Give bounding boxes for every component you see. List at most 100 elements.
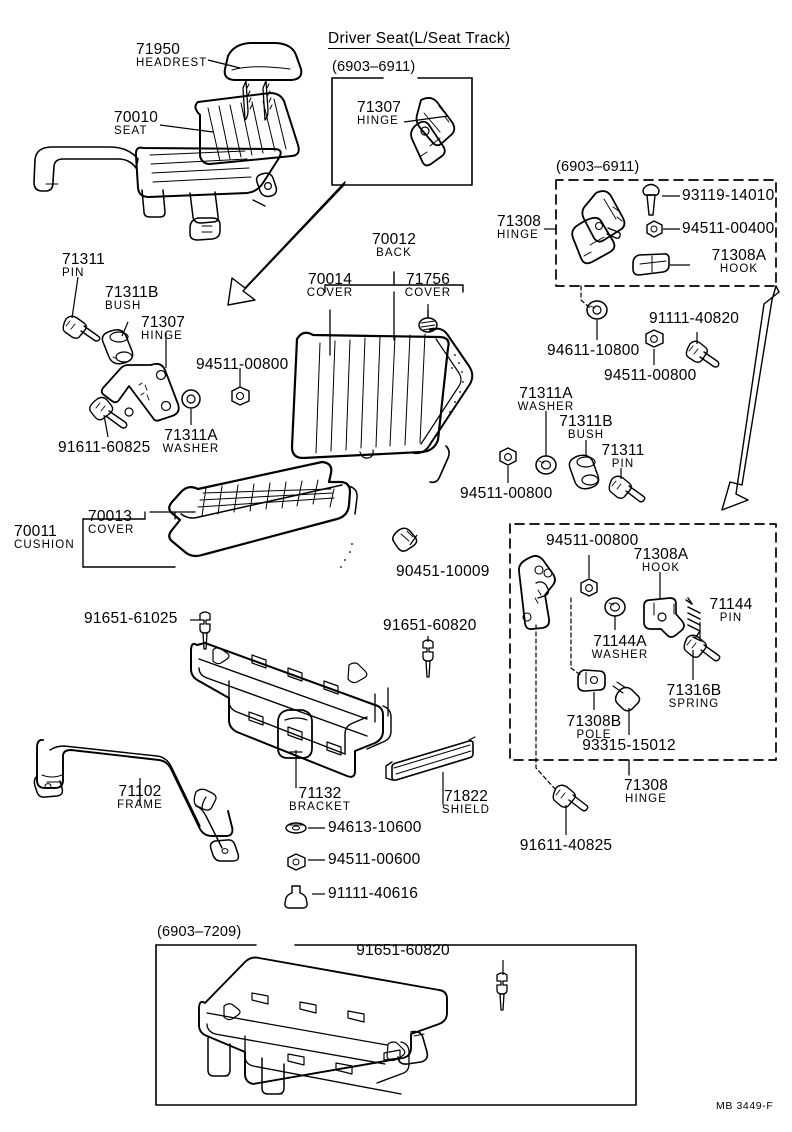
callout-nut-94511-right: 94511-00800	[604, 367, 697, 384]
callout-number: 71311B	[559, 413, 613, 430]
callout-name: HOOK	[641, 561, 681, 574]
callout-bolt-91611-40825: 91611-40825	[519, 837, 613, 854]
callout-seat: 70010 SEAT	[114, 110, 158, 138]
callout-name: HINGE	[497, 228, 539, 241]
callout-number: 71311A	[164, 427, 218, 444]
callout-washer-71311a-right: 71311A WASHER	[518, 386, 575, 414]
callout-number: 70010	[114, 109, 159, 126]
callout-nut-94511-00400: 94511-00400	[682, 220, 775, 237]
page-title: Driver Seat(L/Seat Track)	[328, 30, 511, 49]
callout-clip-90451: 90451-10009	[396, 563, 490, 580]
callout-bolt-91111-40616: 91111-40616	[328, 885, 419, 902]
callout-name: HINGE	[141, 329, 183, 342]
callout-frame: 71102 FRAME	[117, 784, 163, 812]
callout-number: 71311A	[519, 385, 573, 402]
callout-name: HINGE	[357, 114, 399, 127]
callout-name: WASHER	[591, 648, 649, 661]
callout-name: BUSH	[105, 299, 142, 312]
callout-pin-71311-right: 71311 PIN	[602, 443, 645, 471]
callout-number: 71756	[405, 271, 451, 288]
callout-name: WASHER	[517, 400, 575, 413]
callout-name: BRACKET	[288, 800, 352, 813]
callout-name: HEADREST	[136, 56, 208, 69]
callout-cover-70013: 70013 COVER	[88, 509, 134, 537]
callout-screw-93119: 93119-14010	[682, 187, 775, 204]
callout-bolt-91611-left: 91611-60825	[58, 439, 151, 456]
callout-name: COVER	[306, 286, 354, 299]
callout-nut-94511-left: 94511-00800	[196, 356, 289, 373]
callout-bolt-91651-60820: 91651-60820	[383, 617, 477, 634]
callout-nut-94511-mid: 94511-00800	[460, 485, 553, 502]
callout-number: 71308A	[633, 546, 689, 563]
callout-cushion: 70011 CUSHION	[14, 524, 75, 552]
callout-hook-71308a-top: 71308A HOOK	[712, 248, 767, 276]
callout-name: POLE	[576, 728, 612, 741]
callout-number: 71822	[443, 788, 489, 805]
callout-headrest: 71950 HEADREST	[136, 42, 207, 70]
callout-hinge-71308-right: 71308 HINGE	[497, 214, 541, 242]
callout-number: 71144	[709, 596, 753, 613]
callout-number: 71950	[136, 41, 181, 58]
callout-washer-94611: 94611-10800	[547, 342, 640, 359]
callout-shield: 71822 SHIELD	[442, 789, 490, 817]
callout-hinge-top-inset: 71307 HINGE	[357, 100, 401, 128]
callout-number: 70011	[14, 523, 57, 540]
callout-nut-94511-low: 94511-00800	[546, 532, 639, 549]
callout-bush-71311b-right: 71311B BUSH	[559, 414, 613, 442]
callout-number: 71307	[357, 99, 402, 116]
callout-name: HINGE	[625, 792, 667, 805]
callout-number: 71311B	[105, 284, 159, 301]
callout-bolt-91111-40820: 91111-40820	[649, 310, 740, 327]
callout-number: 71311	[62, 251, 105, 268]
callout-name: HOOK	[719, 262, 759, 275]
callout-number: 71311	[601, 442, 645, 459]
callout-number: 70012	[371, 231, 417, 248]
callout-number: 71102	[118, 783, 162, 800]
callout-number: 71308A	[711, 247, 767, 264]
callout-name: PIN	[62, 266, 85, 279]
callout-cover-70014: 70014 COVER	[307, 272, 353, 300]
callout-hinge-71308-low: 71308 HINGE	[624, 778, 668, 806]
callout-number: 71144A	[593, 633, 647, 650]
callout-spring-71316b: 71316B SPRING	[667, 683, 722, 711]
callout-back: 70012 BACK	[372, 232, 416, 260]
callout-name: FRAME	[117, 798, 163, 811]
callout-name: WASHER	[162, 442, 220, 455]
callout-bracket: 71132 BRACKET	[289, 786, 351, 814]
callout-nut-94511-00600: 94511-00600	[328, 851, 421, 868]
range-bottom-inset: (6903–7209)	[157, 924, 242, 940]
callout-bolt-91651-61025: 91651-61025	[84, 610, 178, 627]
callout-hook-71308a-low: 71308A HOOK	[634, 547, 689, 575]
callout-number: 70013	[88, 508, 133, 525]
callout-name: SHIELD	[441, 803, 491, 816]
callout-bolt-93315: 93315-15012	[582, 737, 676, 754]
callout-number: 71132	[298, 785, 342, 802]
callout-washer-71144a: 71144A WASHER	[592, 634, 649, 662]
callout-name: BUSH	[567, 428, 605, 441]
range-top-inset: (6903–6911)	[332, 59, 416, 75]
callout-number: 71308	[497, 213, 542, 230]
callout-name: BACK	[376, 246, 412, 259]
callout-number: 71307	[141, 314, 186, 331]
callout-hinge-71307-left: 71307 HINGE	[141, 315, 185, 343]
callout-name: PIN	[611, 457, 635, 470]
callout-bolt-91651-60820-box: 91651-60820	[356, 942, 450, 959]
footer-code: MB 3449-F	[716, 1100, 774, 1112]
callout-number: 71308	[623, 777, 669, 794]
callout-name: SEAT	[114, 124, 148, 137]
callout-name: CUSHION	[14, 538, 75, 551]
callout-name: SPRING	[668, 697, 720, 710]
callout-number: 70014	[307, 271, 353, 288]
callout-number: 71308B	[566, 713, 622, 730]
callout-pin-71144: 71144 PIN	[710, 597, 753, 625]
range-right-inset: (6903–6911)	[556, 159, 640, 175]
callout-nut-94613-10600: 94613-10600	[328, 819, 422, 836]
callout-bush-71311b-left: 71311B BUSH	[105, 285, 159, 313]
callout-washer-71311a-left: 71311A WASHER	[163, 428, 220, 456]
callout-number: 71316B	[666, 682, 722, 699]
callout-pin-71311-left: 71311 PIN	[62, 252, 105, 280]
callout-pole-71308b: 71308B POLE	[567, 714, 622, 742]
callout-name: COVER	[88, 523, 135, 536]
